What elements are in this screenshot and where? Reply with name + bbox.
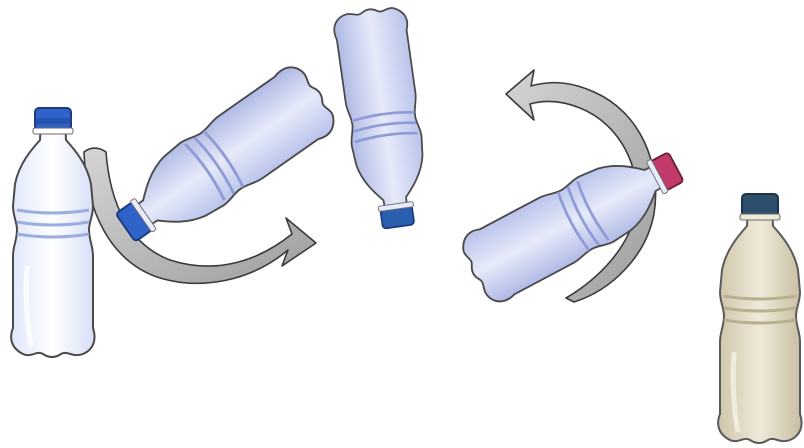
bottle-tilted	[103, 60, 342, 261]
bottle-upright-yellowed	[718, 194, 801, 443]
bottle-tilted-back	[456, 133, 694, 308]
bottle-inverted	[332, 4, 435, 231]
bottle-upright	[11, 108, 94, 357]
